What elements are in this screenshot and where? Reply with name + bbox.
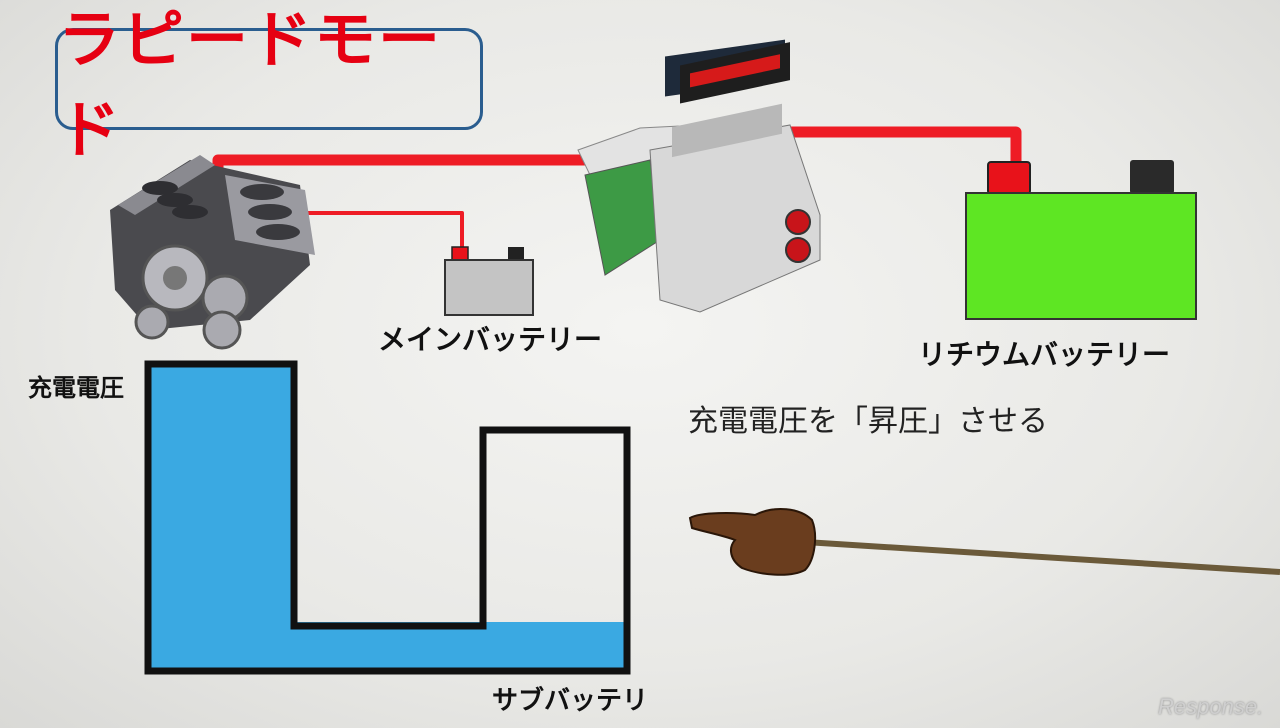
controller-unit-icon [577,39,821,313]
voltage-level-graph [144,360,631,675]
title-box: ラピードモード [55,3,483,166]
wire-controller-to-lithium [755,126,1022,168]
caption-text: 充電電圧を「昇圧」させる [688,404,1048,439]
watermark-logo: Response. [1158,694,1264,719]
sub-battery-fill [292,622,625,671]
charge-voltage-label: 充電電圧 [28,374,124,402]
charge-voltage-fill [148,367,292,671]
lithium-battery-label: リチウムバッテリー [918,338,1171,371]
engine-icon [110,155,315,350]
vessel-outline [144,360,631,675]
main-battery-icon [444,246,534,316]
page-title: ラピードモード [58,3,443,166]
lithium-battery-icon [965,160,1197,320]
sub-battery-label: サブバッテリ [492,686,649,716]
pointer-hand-icon [688,508,1280,576]
main-battery-label: メインバッテリー [378,323,603,356]
